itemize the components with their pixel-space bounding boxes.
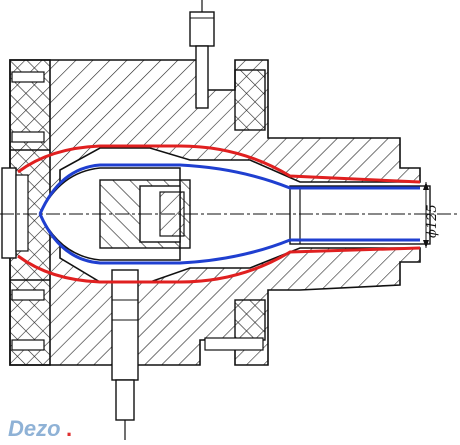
outer-flow-path-bottom <box>17 246 421 284</box>
diameter-label: ϕ125 <box>425 204 440 238</box>
bottom-bolt <box>111 269 139 440</box>
diameter-dimension: ϕ125 <box>423 182 440 248</box>
inner-flow-path-top <box>38 163 420 215</box>
watermark-text: Dezo <box>8 416 61 441</box>
watermark-dot: . <box>66 416 72 441</box>
inner-flow-path-bottom <box>38 213 420 265</box>
left-flange <box>1 167 29 259</box>
left-screws <box>11 71 45 351</box>
outer-flow-path-top <box>17 144 421 184</box>
top-bolt <box>189 0 215 109</box>
right-screws <box>204 69 266 351</box>
watermark: Dezo . <box>8 416 72 441</box>
die-nozzle <box>289 185 431 245</box>
